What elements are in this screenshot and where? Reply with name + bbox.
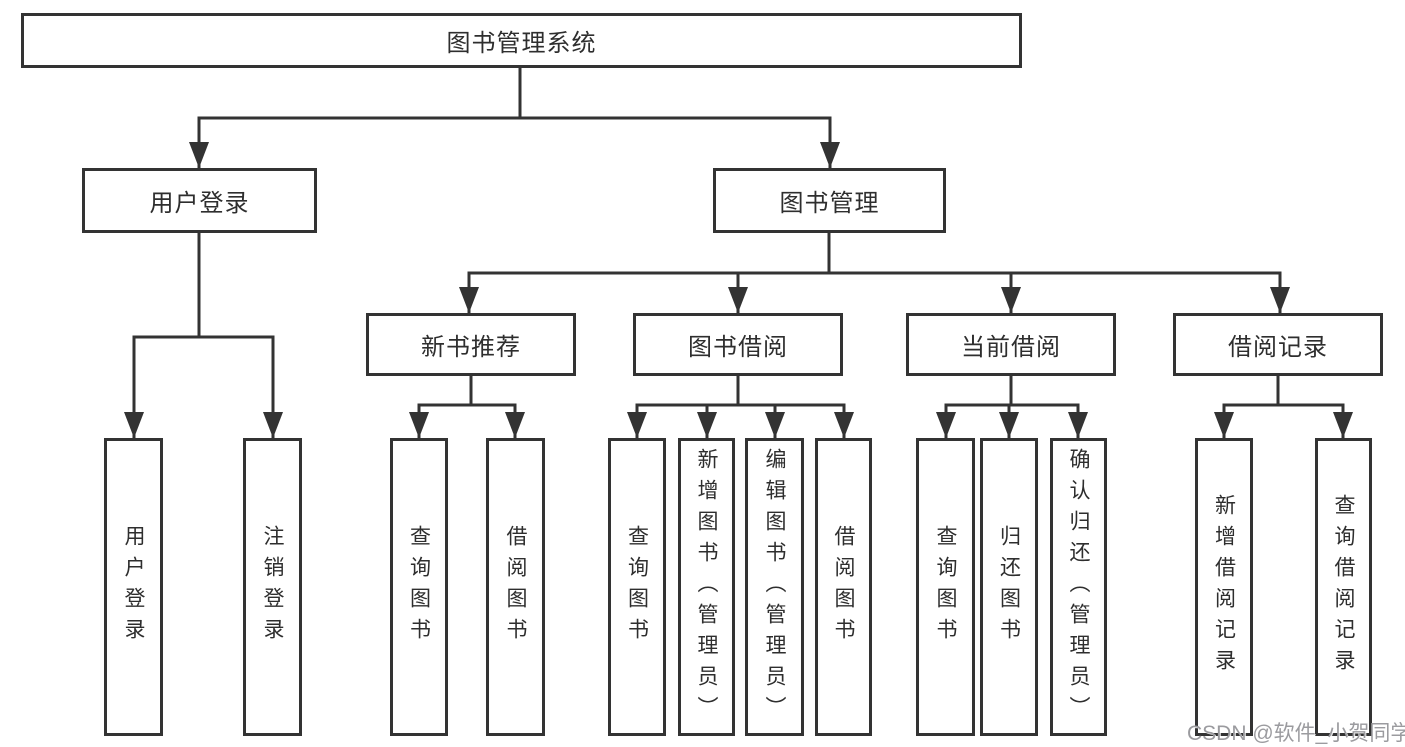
node-label: 编辑图书（管理员） [763,447,786,727]
arrow-down-icon [124,412,144,438]
node-new-book-recommendation: 新书推荐 [366,313,576,376]
node-leaf-confirm-return-admin: 确认归还（管理员） [1050,438,1107,736]
arrow-down-icon [999,412,1019,438]
node-leaf-add-borrow-record: 新增借阅记录 [1195,438,1253,736]
node-label: 新增借阅记录 [1212,494,1236,680]
node-leaf-edit-books-admin: 编辑图书（管理员） [745,438,804,736]
node-label: 图书管理系统 [446,30,597,57]
node-label: 归还图书 [997,525,1021,649]
node-label: 查询图书 [625,525,649,649]
arrow-down-icon [263,412,283,438]
node-leaf-query-books: 查询图书 [916,438,975,736]
node-label: 确认归还（管理员） [1067,447,1090,727]
node-label: 借阅图书 [504,525,527,649]
arrow-down-icon [1068,412,1088,438]
connector-lines [132,68,1345,438]
node-leaf-logout: 注销登录 [243,438,302,736]
arrow-down-icon [728,287,748,313]
node-label: 借阅记录 [1228,334,1328,361]
arrow-down-icon [627,412,647,438]
node-current-borrowing: 当前借阅 [906,313,1116,376]
node-leaf-add-books-admin: 新增图书（管理员） [678,438,735,736]
arrow-down-icon [1270,287,1290,313]
node-leaf-query-books: 查询图书 [390,438,448,736]
node-leaf-user-login: 用户登录 [104,438,163,736]
node-user-login: 用户登录 [82,168,317,233]
arrow-down-icon [936,412,956,438]
arrow-down-icon [834,412,854,438]
node-label: 查询图书 [934,525,957,649]
node-book-management: 图书管理 [713,168,946,233]
arrow-down-icon [459,287,479,313]
node-label: 借阅图书 [832,525,855,649]
node-label: 新书推荐 [421,334,521,361]
arrow-down-icon [505,412,525,438]
node-leaf-query-borrow-record: 查询借阅记录 [1315,438,1372,736]
node-label: 查询借阅记录 [1332,494,1355,680]
arrow-down-icon [1001,287,1021,313]
node-leaf-borrow-books: 借阅图书 [486,438,545,736]
node-label: 图书借阅 [688,334,788,361]
node-label: 查询图书 [407,525,431,649]
arrow-down-icon [820,142,840,168]
node-leaf-return-books: 归还图书 [980,438,1038,736]
arrow-down-icon [765,412,785,438]
watermark: CSDN @软件_小贺同学 [1187,722,1405,745]
node-leaf-borrow-books: 借阅图书 [815,438,872,736]
node-borrowing-records: 借阅记录 [1173,313,1383,376]
node-leaf-query-books: 查询图书 [608,438,666,736]
node-book-borrowing: 图书借阅 [633,313,843,376]
node-label: 用户登录 [122,525,145,649]
node-label: 当前借阅 [961,334,1061,361]
node-label: 新增图书（管理员） [695,447,718,727]
arrow-down-icon [189,142,209,168]
arrow-down-icon [697,412,717,438]
arrow-down-icon [1214,412,1234,438]
node-label: 注销登录 [261,525,284,649]
node-library-management-system: 图书管理系统 [21,13,1022,68]
node-label: 用户登录 [149,190,250,217]
node-label: 图书管理 [779,190,880,217]
arrow-down-icon [409,412,429,438]
arrow-down-icon [1333,412,1353,438]
